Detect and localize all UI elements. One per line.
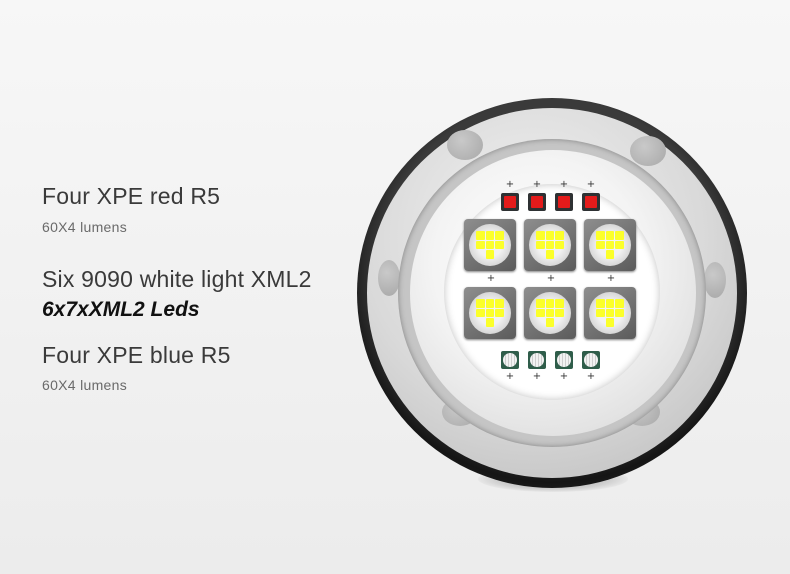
red-led-title: Four XPE red R5	[42, 183, 221, 209]
blue-led-lumens: 60X4 lumens	[42, 377, 128, 393]
plus-marker: +	[586, 371, 596, 382]
white-led	[524, 219, 576, 271]
bezel-bump	[378, 260, 400, 296]
plus-marker: +	[586, 179, 596, 190]
plus-marker: +	[559, 371, 569, 382]
bezel-bump	[447, 130, 483, 160]
blue-led-title: Four XPE blue R5	[42, 342, 231, 368]
bezel-bump	[704, 262, 726, 298]
plus-marker: +	[559, 179, 569, 190]
plus-marker: +	[486, 273, 496, 284]
plus-marker: +	[606, 273, 616, 284]
red-led	[501, 193, 519, 211]
plus-marker: +	[532, 179, 542, 190]
white-led	[584, 219, 636, 271]
white-led	[464, 219, 516, 271]
white-led	[464, 287, 516, 339]
blue-led	[528, 351, 546, 369]
plus-marker: +	[505, 179, 515, 190]
white-led-count: 6x7xXML2 Leds	[42, 298, 200, 321]
red-led-lumens: 60X4 lumens	[42, 219, 128, 235]
white-led	[584, 287, 636, 339]
red-led	[555, 193, 573, 211]
plus-marker: +	[546, 273, 556, 284]
plus-marker: +	[532, 371, 542, 382]
bezel-bump	[630, 136, 666, 166]
red-led	[582, 193, 600, 211]
white-led-title: Six 9090 white light XML2	[42, 266, 312, 292]
white-led	[524, 287, 576, 339]
red-led	[528, 193, 546, 211]
plus-marker: +	[505, 371, 515, 382]
blue-led	[555, 351, 573, 369]
blue-led	[501, 351, 519, 369]
blue-led	[582, 351, 600, 369]
